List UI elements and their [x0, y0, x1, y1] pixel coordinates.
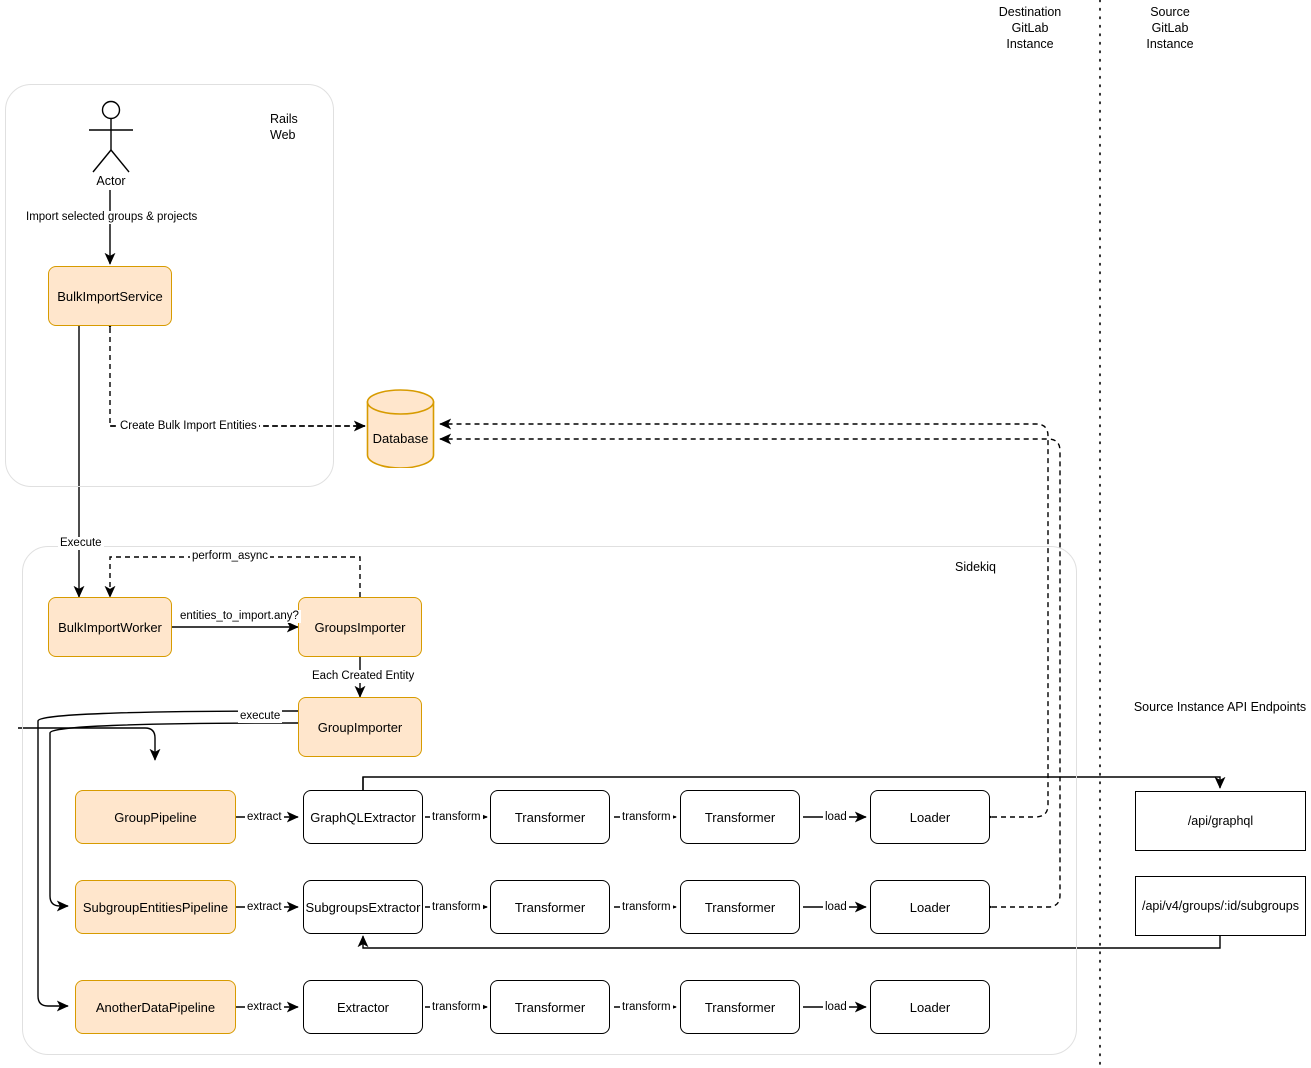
node-group-importer[interactable]: GroupImporter	[298, 697, 422, 757]
edge-label-extract-row-1: extract	[245, 811, 284, 824]
api-endpoint-subgroups[interactable]: /api/v4/groups/:id/subgroups	[1135, 876, 1306, 936]
sidekiq-container	[22, 546, 1077, 1055]
edge-label-execute-main: Execute	[58, 537, 104, 550]
api-endpoints-heading: Source Instance API Endpoints	[1133, 700, 1307, 714]
edge-label-load-row-3: load	[823, 1001, 849, 1014]
node-database[interactable]: Database	[366, 389, 435, 469]
node-group-pipeline[interactable]: GroupPipeline	[75, 790, 236, 844]
edge-label-load-row-1: load	[823, 811, 849, 824]
node-loader-row-2[interactable]: Loader	[870, 880, 990, 934]
edge-label-each-created-entity: Each Created Entity	[310, 670, 417, 683]
node-graphql-extractor[interactable]: GraphQLExtractor	[303, 790, 423, 844]
stick-figure-icon	[89, 100, 133, 173]
edge-label-perform-async: perform_async	[190, 550, 271, 563]
node-extractor-row-3[interactable]: Extractor	[303, 980, 423, 1034]
node-bulk-import-service[interactable]: BulkImportService	[48, 266, 172, 326]
source-instance-label: Source GitLab Instance	[1146, 5, 1194, 51]
edge-label-entities-to-import: entities_to_import.any?	[178, 610, 301, 623]
node-loader-row-1[interactable]: Loader	[870, 790, 990, 844]
edge-label-create-bulk-import-entities: Create Bulk Import Entities	[118, 420, 259, 433]
node-another-data-pipeline[interactable]: AnotherDataPipeline	[75, 980, 236, 1034]
rails-web-label: Rails Web	[270, 112, 298, 142]
node-transformer-1-row-1[interactable]: Transformer	[490, 790, 610, 844]
node-transformer-2-row-3[interactable]: Transformer	[680, 980, 800, 1034]
edge-label-load-row-2: load	[823, 901, 849, 914]
api-endpoint-graphql[interactable]: /api/graphql	[1135, 791, 1306, 851]
destination-instance-label: Destination GitLab Instance	[998, 5, 1062, 51]
edge-label-transform-1-row-1: transform	[430, 811, 483, 824]
node-transformer-2-row-2[interactable]: Transformer	[680, 880, 800, 934]
edge-label-transform-2-row-1: transform	[620, 811, 673, 824]
node-transformer-2-row-1[interactable]: Transformer	[680, 790, 800, 844]
edge-label-extract-row-3: extract	[245, 1001, 284, 1014]
database-cylinder-icon	[366, 389, 435, 469]
actor-label: Actor	[96, 174, 126, 188]
database-label: Database	[372, 431, 429, 446]
edge-label-transform-2-row-2: transform	[620, 901, 673, 914]
edge-label-import-selected: Import selected groups & projects	[24, 211, 200, 224]
node-loader-row-3[interactable]: Loader	[870, 980, 990, 1034]
node-subgroup-entities-pipeline[interactable]: SubgroupEntitiesPipeline	[75, 880, 236, 934]
edge-label-transform-1-row-2: transform	[430, 901, 483, 914]
node-transformer-1-row-2[interactable]: Transformer	[490, 880, 610, 934]
edge-label-extract-row-2: extract	[245, 901, 284, 914]
sidekiq-label: Sidekiq	[955, 560, 996, 574]
rails-web-container	[5, 84, 334, 487]
node-groups-importer[interactable]: GroupsImporter	[298, 597, 422, 657]
edge-label-transform-2-row-3: transform	[620, 1001, 673, 1014]
edge-label-execute-pipeline: execute	[238, 710, 283, 723]
node-subgroups-extractor[interactable]: SubgroupsExtractor	[303, 880, 423, 934]
node-bulk-import-worker[interactable]: BulkImportWorker	[48, 597, 172, 657]
edge-label-transform-1-row-3: transform	[430, 1001, 483, 1014]
actor: Actor	[70, 100, 152, 192]
node-transformer-1-row-3[interactable]: Transformer	[490, 980, 610, 1034]
